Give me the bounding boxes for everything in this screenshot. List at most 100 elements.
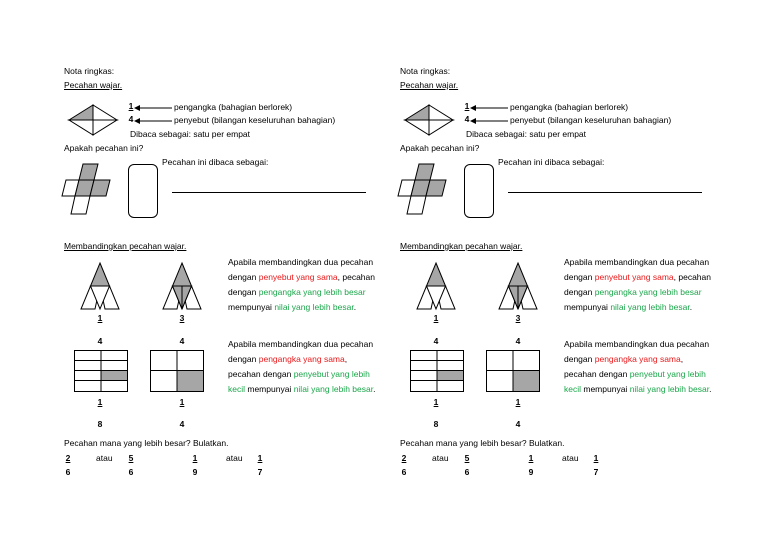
explanation-highlight: nilai yang lebih besar: [274, 302, 354, 312]
explanation-text: .: [353, 302, 357, 312]
denominator-label: penyebut (bilangan keseluruhan bahagian): [174, 115, 336, 125]
exercise-denominator[interactable]: 6: [401, 467, 407, 477]
fraction-numerator: 1: [515, 397, 521, 407]
exercise-numerator[interactable]: 1: [192, 453, 198, 463]
fraction-denominator: 4: [97, 336, 103, 346]
example-numerator: 1: [128, 101, 134, 111]
or-text: atau: [226, 453, 243, 463]
question-text: Apakah pecahan ini?: [64, 143, 144, 153]
exercise-denominator[interactable]: 7: [257, 467, 263, 477]
explanation-text: mempunyai: [245, 384, 294, 394]
explanation-text: .: [689, 302, 693, 312]
fraction-denominator: 4: [515, 419, 521, 429]
fraction-denominator: 8: [97, 419, 103, 429]
triangle-figure: [162, 261, 202, 311]
fraction-denominator: 8: [433, 419, 439, 429]
exercise-question: Pecahan mana yang lebih besar? Bulatkan.: [64, 438, 229, 448]
rectangle-grid-eighths: [74, 350, 128, 392]
fraction-denominator: 4: [179, 336, 185, 346]
explanation-text: Apabila membandingkan dua pecahan dengan: [564, 257, 710, 282]
worksheet-panel: Nota ringkas: Pecahan wajar. 1 4 pengang…: [336, 0, 720, 543]
parallelogram-figure: [397, 163, 447, 215]
section1-title: Pecahan wajar.: [64, 80, 123, 90]
triangle-figure: [416, 261, 456, 311]
explanation-text: Apabila membandingkan dua pecahan dengan: [564, 339, 710, 364]
section2-title: Membandingkan pecahan wajar.: [64, 241, 187, 251]
exercise-denominator[interactable]: 6: [65, 467, 71, 477]
section1-title: Pecahan wajar.: [400, 80, 459, 90]
note-title: Nota ringkas:: [64, 66, 115, 76]
explanation-highlight: pengangka yang lebih besar: [258, 287, 366, 297]
explanation-text: Apabila membandingkan dua pecahan dengan: [228, 339, 374, 364]
rectangle-grid-quarters: [150, 350, 204, 392]
arrow-icon: [134, 118, 172, 124]
answer-box[interactable]: [128, 164, 158, 218]
exercise-numerator[interactable]: 2: [65, 453, 71, 463]
worksheet-panel: Nota ringkas: Pecahan wajar. 1 4 pengang…: [61, 66, 378, 477]
explanation-highlight: nilai yang lebih besar: [610, 302, 690, 312]
explanation-text: mempunyai: [581, 384, 630, 394]
exercise-denominator[interactable]: 6: [128, 467, 134, 477]
compare2-explanation: Apabila membandingkan dua pecahan dengan…: [228, 337, 378, 397]
explanation-highlight: penyebut yang sama: [258, 272, 338, 282]
exercise-denominator[interactable]: 6: [464, 467, 470, 477]
note-title: Nota ringkas:: [400, 66, 451, 76]
fraction-numerator: 1: [97, 313, 103, 323]
numerator-label: pengangka (bahagian berlorek): [510, 102, 629, 112]
exercise-numerator[interactable]: 5: [128, 453, 134, 463]
explanation-highlight: pengangka yang sama: [594, 354, 681, 364]
explanation-highlight: penyebut yang lebih kecil: [228, 369, 370, 394]
compare2-explanation: Apabila membandingkan dua pecahan dengan…: [564, 337, 714, 397]
arrow-icon: [470, 118, 508, 124]
fraction-numerator: 3: [515, 313, 521, 323]
read-as-text: Dibaca sebagai: satu per empat: [466, 129, 587, 139]
explanation-text: , pecahan dengan: [564, 354, 684, 379]
or-text: atau: [562, 453, 579, 463]
example-denominator: 4: [128, 114, 134, 124]
example-numerator: 1: [464, 101, 470, 111]
exercise-denominator[interactable]: 7: [593, 467, 599, 477]
diamond-shape: [403, 104, 455, 136]
exercise-numerator[interactable]: 1: [257, 453, 263, 463]
exercise-numerator[interactable]: 2: [401, 453, 407, 463]
explanation-text: , pecahan dengan: [228, 354, 348, 379]
exercise-denominator[interactable]: 9: [192, 467, 198, 477]
triangle-figure: [498, 261, 538, 311]
answer-line[interactable]: [172, 192, 366, 193]
explanation-highlight: pengangka yang sama: [258, 354, 345, 364]
compare1-explanation: Apabila membandingkan dua pecahan dengan…: [228, 255, 378, 315]
question-text: Apakah pecahan ini?: [400, 143, 480, 153]
compare1-explanation: Apabila membandingkan dua pecahan dengan…: [564, 255, 714, 315]
exercise-question: Pecahan mana yang lebih besar? Bulatkan.: [400, 438, 565, 448]
example-denominator: 4: [464, 114, 470, 124]
fraction-numerator: 1: [179, 397, 185, 407]
answer-line[interactable]: [508, 192, 702, 193]
rectangle-grid-eighths: [410, 350, 464, 392]
exercise-denominator[interactable]: 9: [528, 467, 534, 477]
explanation-text: mempunyai: [564, 302, 611, 312]
explanation-text: Apabila membandingkan dua pecahan dengan: [228, 257, 374, 282]
or-text: atau: [432, 453, 449, 463]
fraction-numerator: 1: [97, 397, 103, 407]
explanation-highlight: nilai yang lebih besar: [629, 384, 710, 394]
section2-title: Membandingkan pecahan wajar.: [400, 241, 523, 251]
fraction-denominator: 4: [433, 336, 439, 346]
exercise-numerator[interactable]: 1: [528, 453, 534, 463]
exercise-numerator[interactable]: 5: [464, 453, 470, 463]
arrow-icon: [470, 105, 508, 111]
rectangle-grid-quarters: [486, 350, 540, 392]
explanation-highlight: penyebut yang sama: [594, 272, 674, 282]
read-prompt: Pecahan ini dibaca sebagai:: [498, 157, 605, 167]
numerator-label: pengangka (bahagian berlorek): [174, 102, 293, 112]
answer-box[interactable]: [464, 164, 494, 218]
exercise-numerator[interactable]: 1: [593, 453, 599, 463]
explanation-text: , pecahan dengan: [564, 272, 711, 297]
parallelogram-figure: [61, 163, 111, 215]
explanation-highlight: penyebut yang lebih kecil: [564, 369, 706, 394]
explanation-highlight: pengangka yang lebih besar: [594, 287, 702, 297]
fraction-numerator: 1: [433, 397, 439, 407]
explanation-text: .: [709, 384, 712, 394]
explanation-text: .: [373, 384, 376, 394]
explanation-text: , pecahan dengan: [228, 272, 375, 297]
diamond-shape: [67, 104, 119, 136]
